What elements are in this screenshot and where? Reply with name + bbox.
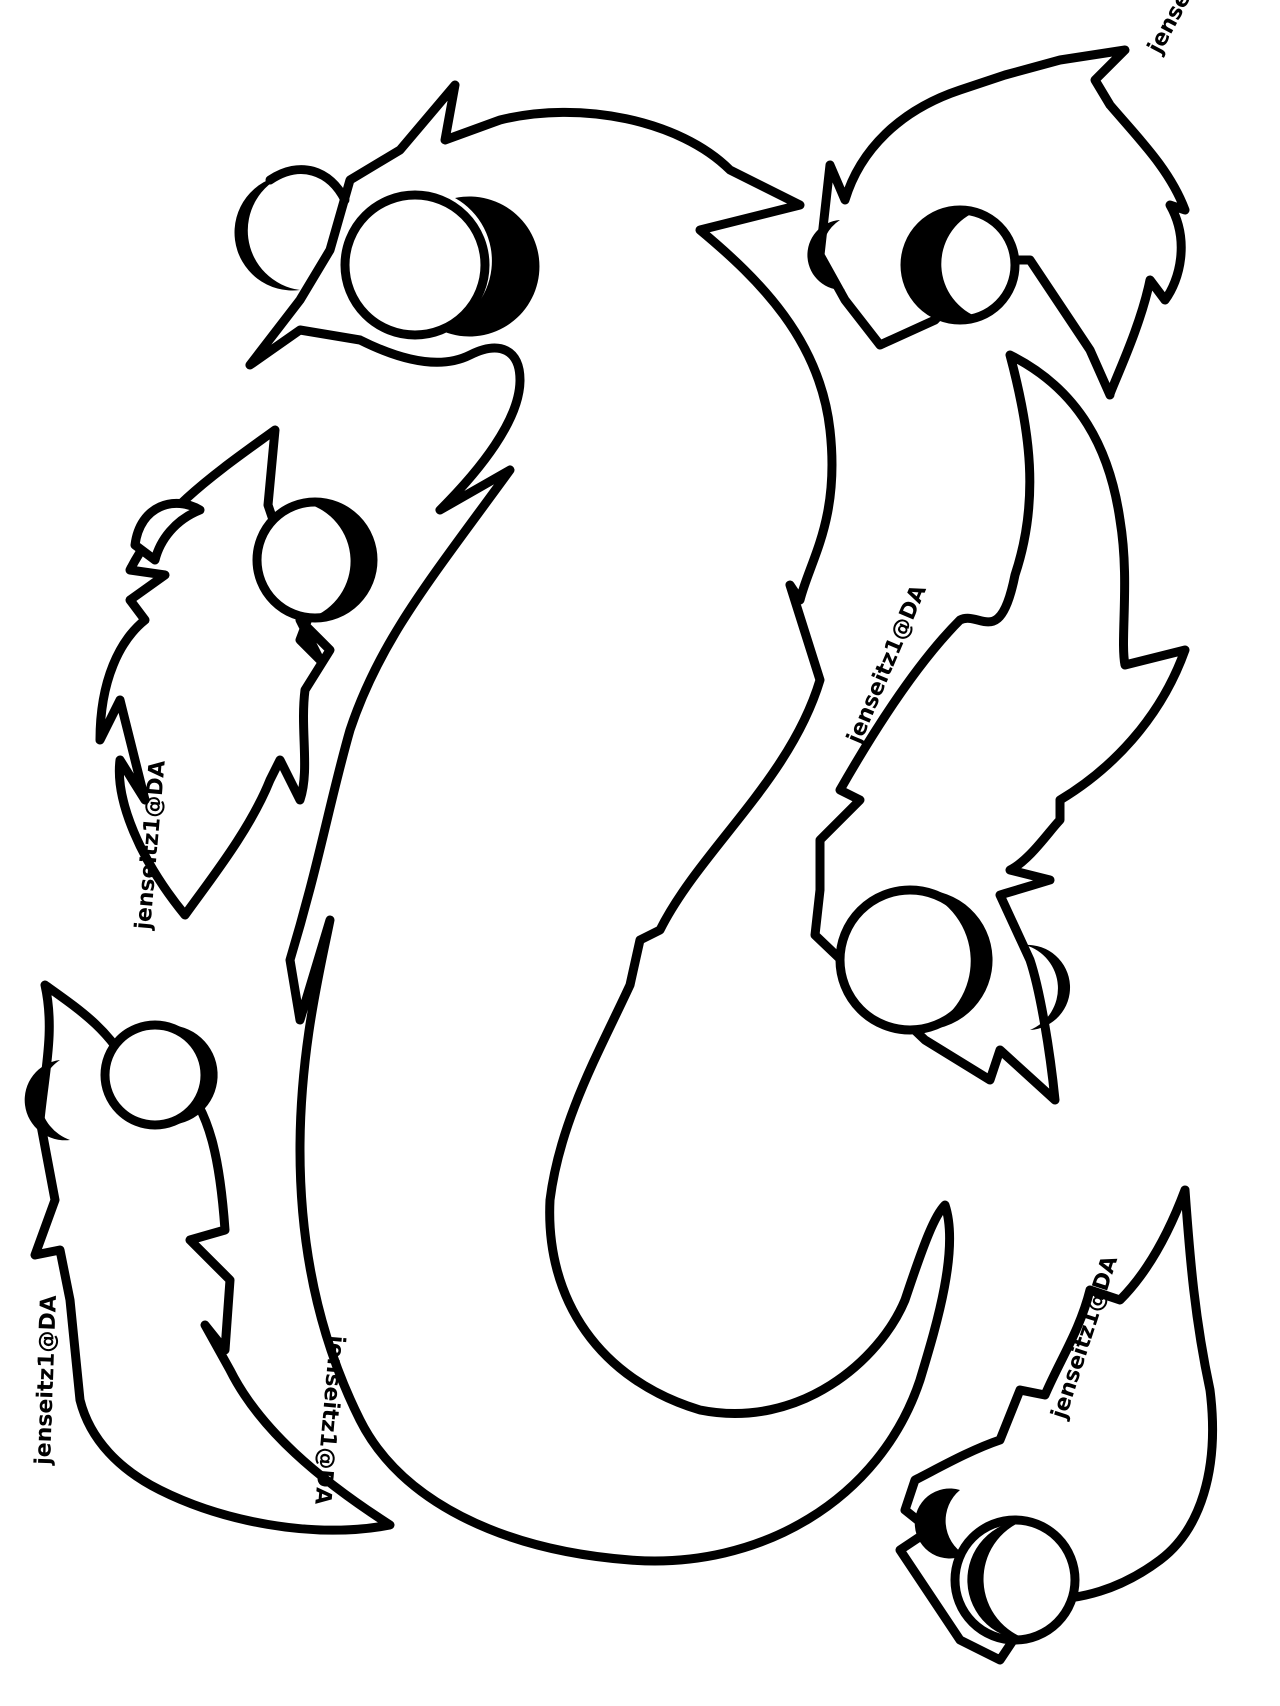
top-left-creature-pupil [305, 502, 373, 619]
large-creature-far-eye [234, 175, 300, 291]
large-creature-body [245, 80, 955, 1566]
right-middle-creature-far-eye [1025, 944, 1071, 1030]
top-left-creature [95, 425, 378, 920]
bottom-right-creature-pupil [967, 1520, 1030, 1641]
watermark-bottom-center: jenseitz1@DA [309, 1333, 349, 1505]
top-right-creature-body [815, 45, 1190, 400]
large-center-creature [234, 80, 955, 1566]
bottom-left-creature [24, 980, 395, 1535]
top-right-creature-pupil [908, 210, 980, 321]
watermark-bottom-left: jenseitz1@DA [31, 1295, 62, 1466]
large-creature-brow [265, 165, 350, 205]
large-creature-eye [340, 190, 490, 340]
right-middle-creature [810, 350, 1190, 1105]
top-right-creature-far-eye [807, 220, 845, 291]
top-right-creature [807, 45, 1190, 400]
right-middle-creature-pupil [920, 889, 993, 1030]
large-creature-pupil [440, 196, 540, 337]
top-left-creature-far-eye [130, 498, 205, 565]
watermark-top-right: jenseitz1@DA [1143, 0, 1245, 59]
bottom-right-creature [895, 1185, 1217, 1665]
bottom-left-creature-far-eye [24, 1060, 71, 1141]
bottom-left-creature-pupil [165, 1024, 218, 1125]
bottom-right-creature-far-eye [914, 1488, 965, 1559]
